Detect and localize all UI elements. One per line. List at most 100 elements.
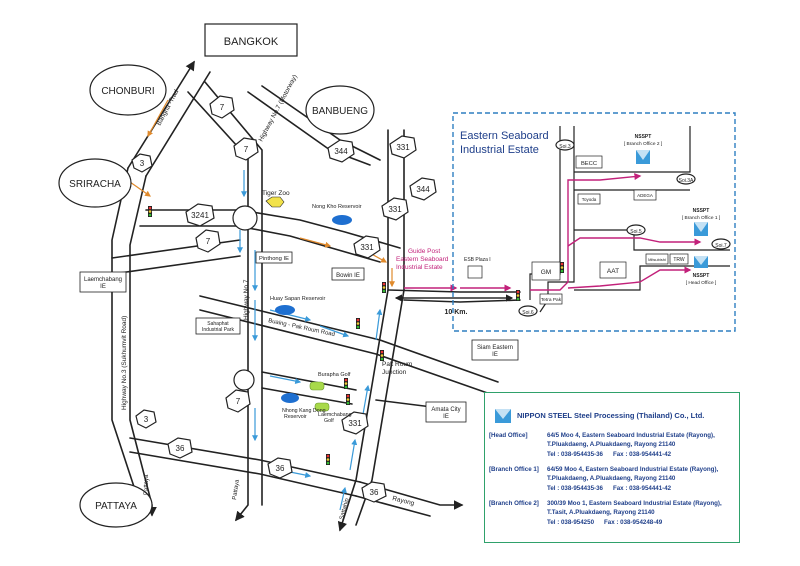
label-pak-roum-2: Junction bbox=[382, 369, 407, 376]
inset-trw-box bbox=[669, 253, 689, 265]
city-pattaya-label: PATTAYA bbox=[95, 501, 137, 512]
svg-text:Industrial Park: Industrial Park bbox=[202, 327, 234, 333]
box-siam-eastern: Siam Eastern IE bbox=[471, 339, 519, 361]
road-331-right bbox=[355, 129, 405, 526]
inset-soi7: Soi.7 bbox=[715, 243, 727, 249]
inset-toyoda-box bbox=[577, 193, 601, 205]
svg-text:Amata City: Amata City bbox=[431, 407, 460, 413]
city-bangkok-label: BANGKOK bbox=[224, 36, 279, 48]
svg-text:331: 331 bbox=[348, 419, 362, 428]
svg-text:36: 36 bbox=[370, 488, 379, 497]
label-guide-post-3: Industrial Estate bbox=[396, 264, 443, 271]
route-7-marker-c: 7 bbox=[195, 229, 221, 253]
box-sahaphat: Sahaphat Industrial Park bbox=[195, 317, 241, 335]
inset-soi6: Soi.6 bbox=[522, 310, 534, 316]
road-36-lower bbox=[129, 451, 357, 497]
inset-aat: AAT bbox=[607, 268, 619, 275]
route-36-marker-c: 36 bbox=[361, 481, 387, 503]
label-nhong-kang-dong-1: Nhong Kang Dong bbox=[282, 408, 326, 414]
road-to-esie bbox=[387, 289, 521, 293]
route-7-marker-b: 7 bbox=[233, 137, 259, 161]
svg-text:7: 7 bbox=[220, 103, 225, 112]
svg-text:331: 331 bbox=[360, 243, 374, 252]
route-36-marker-a: 36 bbox=[167, 437, 193, 459]
inset-becc-box bbox=[575, 155, 603, 169]
label-guide-post-2: Eastern Seaboard bbox=[396, 256, 449, 263]
entry-tag: [Branch Office 2] bbox=[489, 500, 539, 507]
label-hw7: Highway No.7 bbox=[243, 279, 250, 320]
label-laemchabang-golf-1: Laemchabang bbox=[318, 412, 352, 418]
route-3-marker-b: 3 bbox=[135, 409, 157, 429]
svg-text:IE: IE bbox=[100, 284, 106, 290]
city-sriracha: SRIRACHA bbox=[58, 158, 132, 208]
svg-text:Siam Eastern: Siam Eastern bbox=[477, 345, 513, 351]
route-331-marker-c: 331 bbox=[353, 235, 381, 259]
tiger-zoo-mark bbox=[265, 196, 285, 208]
inset-becc: BECC bbox=[581, 161, 597, 167]
inset-esb: ESB Plaza I bbox=[464, 257, 491, 263]
road-rayong-upper bbox=[359, 481, 464, 510]
route-331-marker-a: 331 bbox=[389, 135, 417, 159]
entry-tag: [Branch Office 1] bbox=[489, 466, 539, 473]
city-bangkok: BANGKOK bbox=[204, 23, 298, 57]
entry-tel: Tel : 038-954435-36 bbox=[547, 484, 603, 492]
inset-soi3: Soi.3 bbox=[559, 144, 571, 150]
road-bangna-trad-left bbox=[127, 60, 195, 169]
label-pattaya-road: Pattaya bbox=[144, 474, 150, 495]
svg-text:7: 7 bbox=[244, 145, 249, 154]
svg-text:36: 36 bbox=[276, 464, 285, 473]
route-7-marker-a: 7 bbox=[209, 95, 235, 119]
inset-mitsubishi-box bbox=[645, 253, 669, 265]
road-3241-lower bbox=[139, 225, 381, 263]
inset-mitsubishi: Mitsubishi bbox=[648, 257, 666, 262]
route-344-marker-a: 344 bbox=[327, 139, 355, 163]
nsspt-branch1-name: NSSPT bbox=[693, 208, 710, 214]
nsspt-head-name: NSSPT bbox=[693, 273, 710, 279]
entry-address-line: T.Tasit, A.Pluakdaeng, Rayong 21140 bbox=[547, 509, 655, 517]
nsspt-branch2-logo bbox=[636, 150, 650, 164]
distance-label: 10 Km. bbox=[445, 309, 468, 316]
route-7-marker-d: 7 bbox=[225, 389, 251, 413]
inset-trw: TRW bbox=[673, 257, 685, 263]
inset-soi7-marker bbox=[711, 238, 731, 250]
route-344-marker-b: 344 bbox=[409, 177, 437, 201]
label-tiger-zoo: Tiger Zoo bbox=[262, 190, 290, 197]
entry-address-line: T.Pluakdaeng, A.Pluakdaeng, Rayong 21140 bbox=[547, 475, 676, 483]
city-chonburi-label: CHONBURI bbox=[101, 86, 154, 97]
label-burapha-golf: Burapha Golf bbox=[318, 372, 351, 378]
svg-text:7: 7 bbox=[236, 397, 241, 406]
traffic-lights bbox=[148, 206, 564, 465]
nsspt-branch2-name: NSSPT bbox=[635, 134, 652, 140]
inset-soi3-marker bbox=[555, 139, 575, 151]
svg-text:Laemchabang: Laemchabang bbox=[84, 277, 122, 283]
route-markers: 7 7 7 7 3 3 36 36 36 344 344 331 331 331… bbox=[131, 95, 437, 503]
road-36-upper bbox=[129, 437, 361, 483]
road-buaing-lower bbox=[199, 309, 497, 397]
nsspt-branch2-tag: [ Branch Office 2 ] bbox=[624, 141, 662, 147]
box-bowin-ie: Bowin IE bbox=[331, 267, 365, 281]
inset-adega-box bbox=[633, 189, 657, 201]
inset-esb-box bbox=[467, 265, 483, 279]
nsspt-branch1-tag: [ Branch Office 1 ] bbox=[682, 215, 720, 221]
city-chonburi: CHONBURI bbox=[89, 64, 167, 116]
inset-soi5: Soi.5 bbox=[630, 229, 642, 235]
entry-address-line: 64/59 Moo 4, Eastern Seaboard Industrial… bbox=[547, 466, 719, 473]
entry-fax: Fax : 038-954441-42 bbox=[612, 484, 672, 492]
nong-kho-reservoir-mark bbox=[332, 215, 352, 225]
entry-address-line: T.Pluakdaeng, A.Pluakdaeng, Rayong 21140 bbox=[547, 441, 676, 449]
route-331-marker-d: 331 bbox=[341, 411, 369, 435]
label-nong-kho: Nong Kho Reservoir bbox=[312, 204, 362, 210]
road-to-esie-b bbox=[403, 299, 521, 303]
svg-text:3: 3 bbox=[140, 159, 145, 168]
road-connector-b bbox=[261, 387, 353, 405]
svg-text:7: 7 bbox=[206, 237, 211, 246]
svg-text:331: 331 bbox=[396, 143, 410, 152]
inset-soi5-marker bbox=[626, 224, 646, 236]
burapha-golf-mark bbox=[309, 381, 325, 391]
label-pattaya-road-2: Pattaya bbox=[232, 479, 241, 501]
nsspt-head-tag: [ Head Office ] bbox=[686, 280, 717, 286]
svg-text:Sahaphat: Sahaphat bbox=[207, 321, 229, 327]
svg-text:Pinthong IE: Pinthong IE bbox=[259, 256, 289, 262]
road-331-left bbox=[337, 129, 389, 532]
distance-marker: 10 Km. bbox=[394, 294, 514, 316]
